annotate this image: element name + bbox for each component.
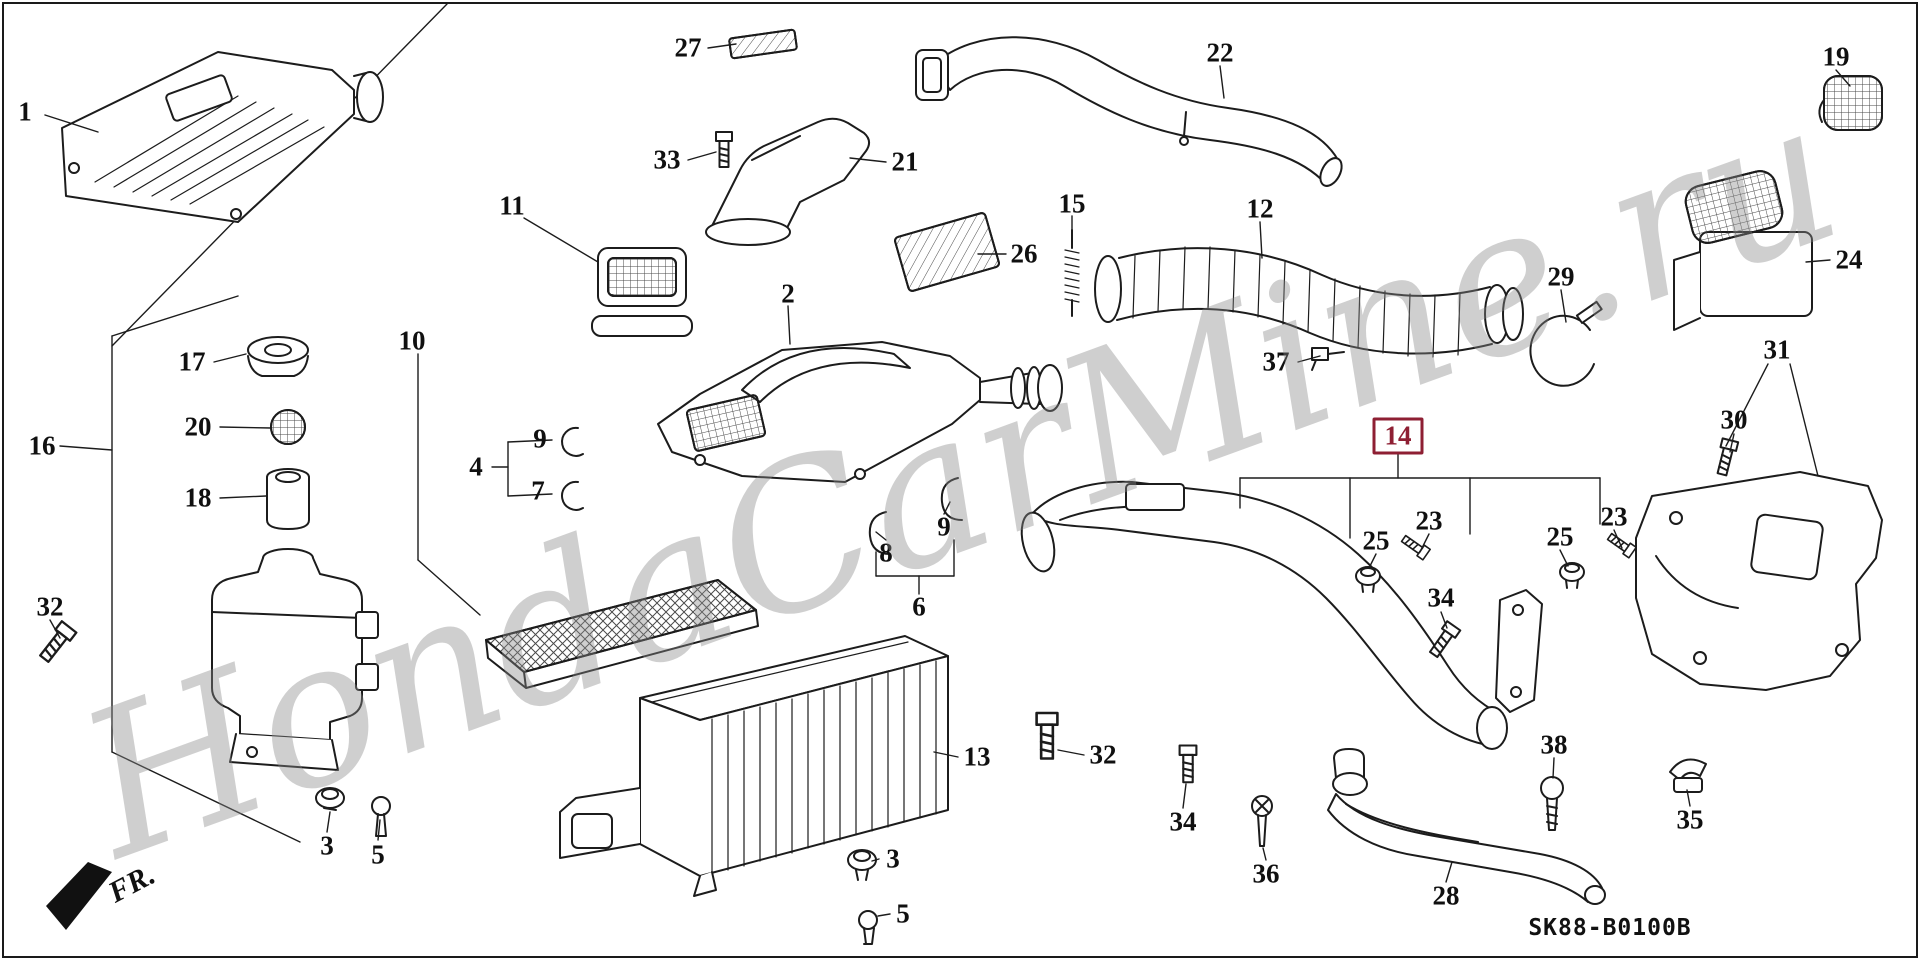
callout-15[interactable]: 15: [1058, 188, 1086, 219]
part-13-air-cleaner-case: [559, 635, 949, 897]
diagram-code: SK88-B0100B: [1528, 915, 1692, 941]
part-30-bolt: [1713, 437, 1740, 478]
part-20-mesh-cap: [270, 409, 306, 445]
callout-33[interactable]: 33: [653, 144, 681, 175]
part-3-grommet-bottom: [847, 849, 877, 881]
callout-1[interactable]: 1: [18, 96, 32, 127]
part-3-grommet-left: [315, 787, 345, 811]
callout-17[interactable]: 17: [178, 346, 206, 377]
callout-34-b[interactable]: 34: [1169, 806, 1197, 837]
callout-21[interactable]: 21: [891, 146, 919, 177]
callout-32-a[interactable]: 32: [36, 591, 64, 622]
callout-9-a[interactable]: 9: [533, 423, 547, 454]
callout-13[interactable]: 13: [963, 741, 991, 772]
callout-23-b[interactable]: 23: [1600, 501, 1628, 532]
callout-36[interactable]: 36: [1252, 858, 1280, 889]
part-22-resonator-duct: [915, 36, 1343, 187]
callout-26[interactable]: 26: [1010, 238, 1038, 269]
callout-8[interactable]: 8: [879, 537, 893, 568]
part-34-bolt-upper: [1426, 620, 1462, 661]
part-19-inlet-grommet: [1818, 75, 1883, 131]
callout-34-a[interactable]: 34: [1427, 582, 1455, 613]
callout-5-a[interactable]: 5: [371, 839, 385, 870]
callout-38[interactable]: 38: [1540, 729, 1568, 760]
part-16-reservoir-tank: [211, 548, 379, 771]
callout-19[interactable]: 19: [1822, 41, 1850, 72]
part-35-clamp: [1669, 758, 1707, 793]
callout-10[interactable]: 10: [398, 325, 426, 356]
callout-25-a[interactable]: 25: [1362, 525, 1390, 556]
callout-3-a[interactable]: 3: [320, 830, 334, 861]
part-7-clip: [561, 480, 584, 511]
part-28-breather-pipe: [1327, 748, 1606, 905]
part-11-resonator: [591, 247, 693, 337]
part-17-mount-rubber: [247, 336, 309, 377]
part-27-gasket-strip: [728, 28, 798, 60]
part-34-bolt-center: [1178, 744, 1198, 784]
part-5-screw-left: [371, 796, 391, 837]
part-32-bolt-center: [1035, 711, 1059, 760]
part-36-screw: [1251, 795, 1273, 847]
callout-5-b[interactable]: 5: [896, 898, 910, 929]
part-14-stay-bracket: [1495, 589, 1543, 713]
callout-30[interactable]: 30: [1720, 404, 1748, 435]
callout-22[interactable]: 22: [1206, 37, 1234, 68]
part-37-clamp-bolt: [1311, 347, 1345, 371]
part-38-bolt: [1540, 776, 1564, 831]
part-9-clip-right: [940, 477, 963, 521]
callout-9-b[interactable]: 9: [937, 511, 951, 542]
part-9-clip-left: [561, 426, 584, 457]
callout-23-a[interactable]: 23: [1415, 505, 1443, 536]
callout-6[interactable]: 6: [912, 591, 926, 622]
part-15-stud-spring: [1064, 229, 1080, 317]
callout-35[interactable]: 35: [1676, 804, 1704, 835]
part-8-clip: [868, 511, 891, 555]
part-26-gasket-plate: [894, 212, 1000, 292]
part-2-air-cleaner-cover-center: [657, 341, 1063, 483]
callout-11[interactable]: 11: [499, 190, 525, 221]
part-32-bolt-left: [35, 620, 78, 666]
callout-3-b[interactable]: 3: [886, 843, 900, 874]
callout-31[interactable]: 31: [1763, 334, 1791, 365]
callout-24[interactable]: 24: [1835, 244, 1863, 275]
callout-2[interactable]: 2: [781, 278, 795, 309]
callout-14-highlighted[interactable]: 14: [1372, 417, 1424, 455]
callout-12[interactable]: 12: [1246, 193, 1274, 224]
part-31-cover-panel: [1635, 471, 1883, 691]
callout-28[interactable]: 28: [1432, 880, 1460, 911]
part-5-screw-bottom: [858, 910, 878, 945]
part-25-grommet-right: [1559, 562, 1585, 589]
part-33-bolt: [715, 131, 733, 168]
part-12-air-intake-hose: [1094, 246, 1524, 358]
callout-7[interactable]: 7: [531, 475, 545, 506]
part-24-intake-box: [1673, 170, 1813, 331]
callout-37[interactable]: 37: [1262, 346, 1290, 377]
callout-20[interactable]: 20: [184, 411, 212, 442]
part-29-hose-clamp: [1529, 300, 1603, 387]
part-14-air-inlet-duct: [1020, 480, 1508, 750]
part-21-air-duct: [705, 117, 870, 246]
part-25-grommet-left: [1355, 566, 1381, 593]
callout-4[interactable]: 4: [469, 451, 483, 482]
part-1-air-cleaner-cover: [61, 51, 384, 223]
callout-16[interactable]: 16: [28, 430, 56, 461]
callout-25-b[interactable]: 25: [1546, 521, 1574, 552]
callout-18[interactable]: 18: [184, 482, 212, 513]
part-18-filler-tube: [266, 468, 310, 530]
fr-arrow: [46, 862, 112, 930]
part-23-valve-left: [1399, 532, 1432, 561]
callout-32-b[interactable]: 32: [1089, 739, 1117, 770]
callout-27[interactable]: 27: [674, 32, 702, 63]
callout-29[interactable]: 29: [1547, 261, 1575, 292]
air-filter-element: [485, 579, 759, 689]
